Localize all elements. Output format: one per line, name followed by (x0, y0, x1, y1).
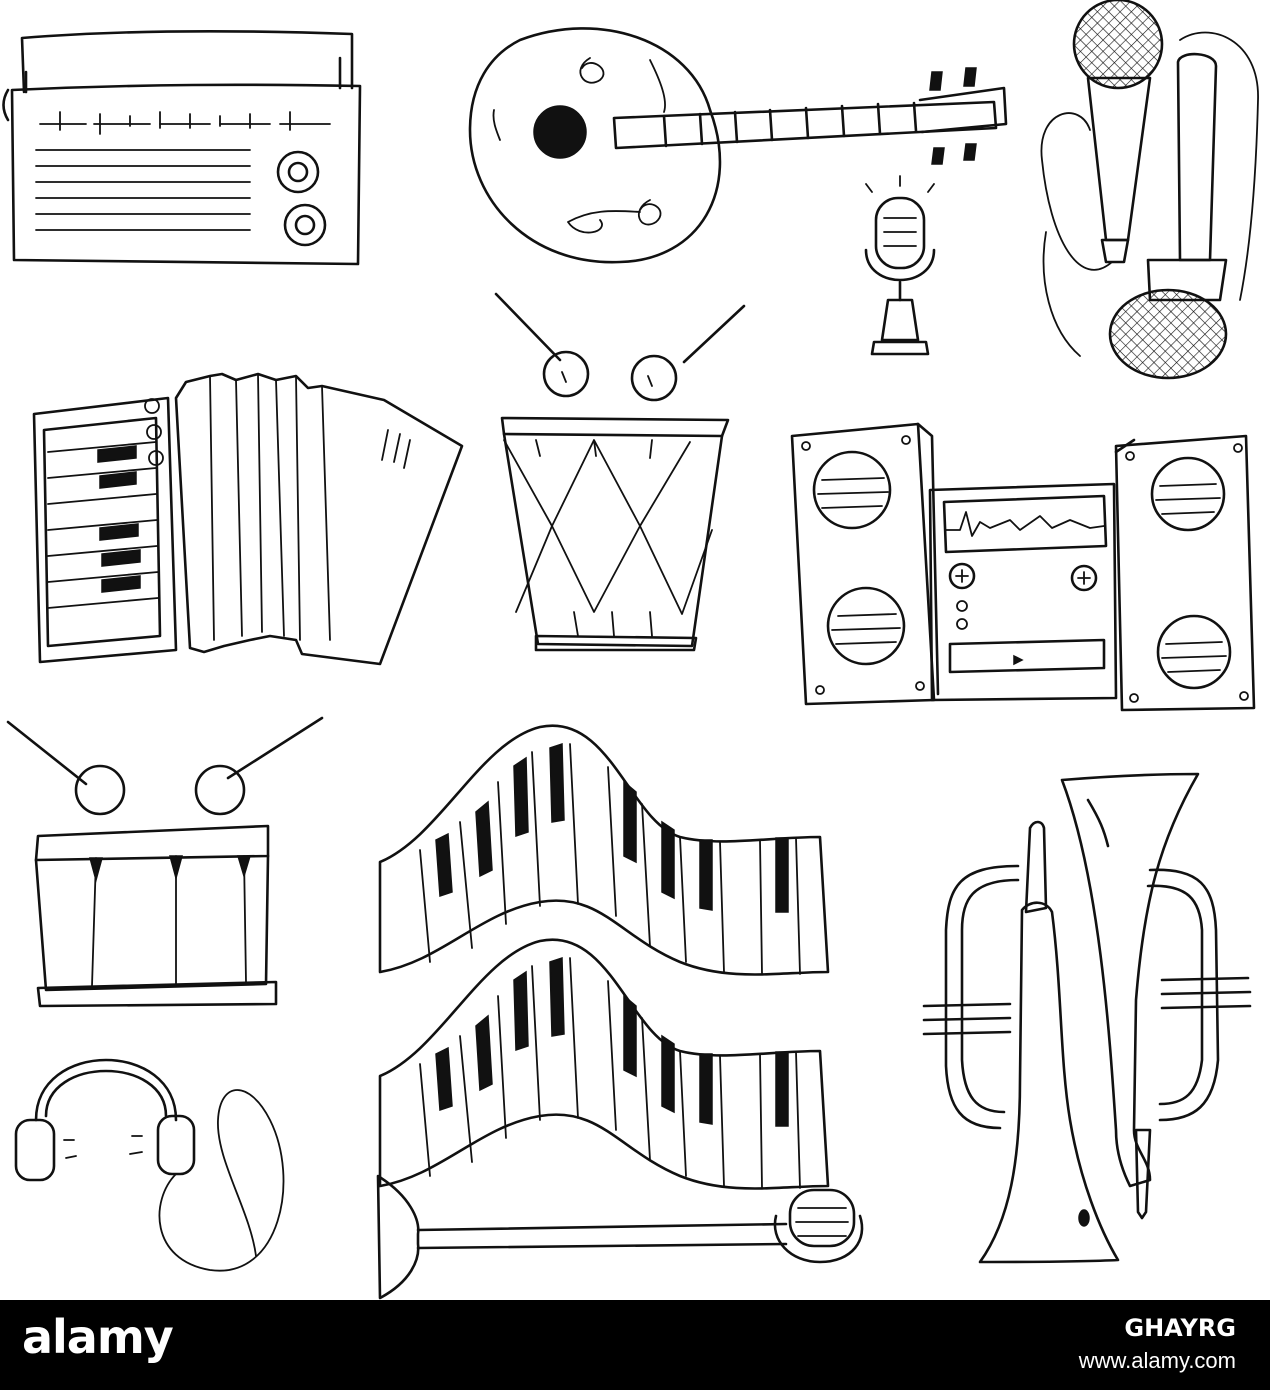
brand-logo: alamy (22, 1310, 174, 1364)
image-id-block: GHAYRG www.alamy.com (1079, 1314, 1236, 1374)
drum-icon (496, 294, 744, 650)
piano-keyboard-icon (378, 724, 830, 976)
piano-keyboard-icon (378, 938, 830, 1190)
radio-icon (4, 31, 361, 264)
accordion-icon (34, 374, 462, 664)
doodle-illustration (0, 0, 1270, 1300)
trumpet-icon (924, 774, 1250, 1262)
desk-microphone-icon (866, 176, 934, 354)
image-id: GHAYRG (1124, 1314, 1236, 1342)
guitar-icon (470, 28, 1006, 262)
stereo-system-icon (792, 424, 1254, 710)
handheld-microphones-icon (1041, 0, 1258, 378)
site-url: www.alamy.com (1078, 1348, 1236, 1373)
snare-drum-icon (8, 718, 322, 1006)
stock-footer-bar: alamy GHAYRG www.alamy.com (0, 1300, 1270, 1390)
headphones-icon (16, 1060, 284, 1271)
microphone-stand-icon (378, 1176, 862, 1298)
